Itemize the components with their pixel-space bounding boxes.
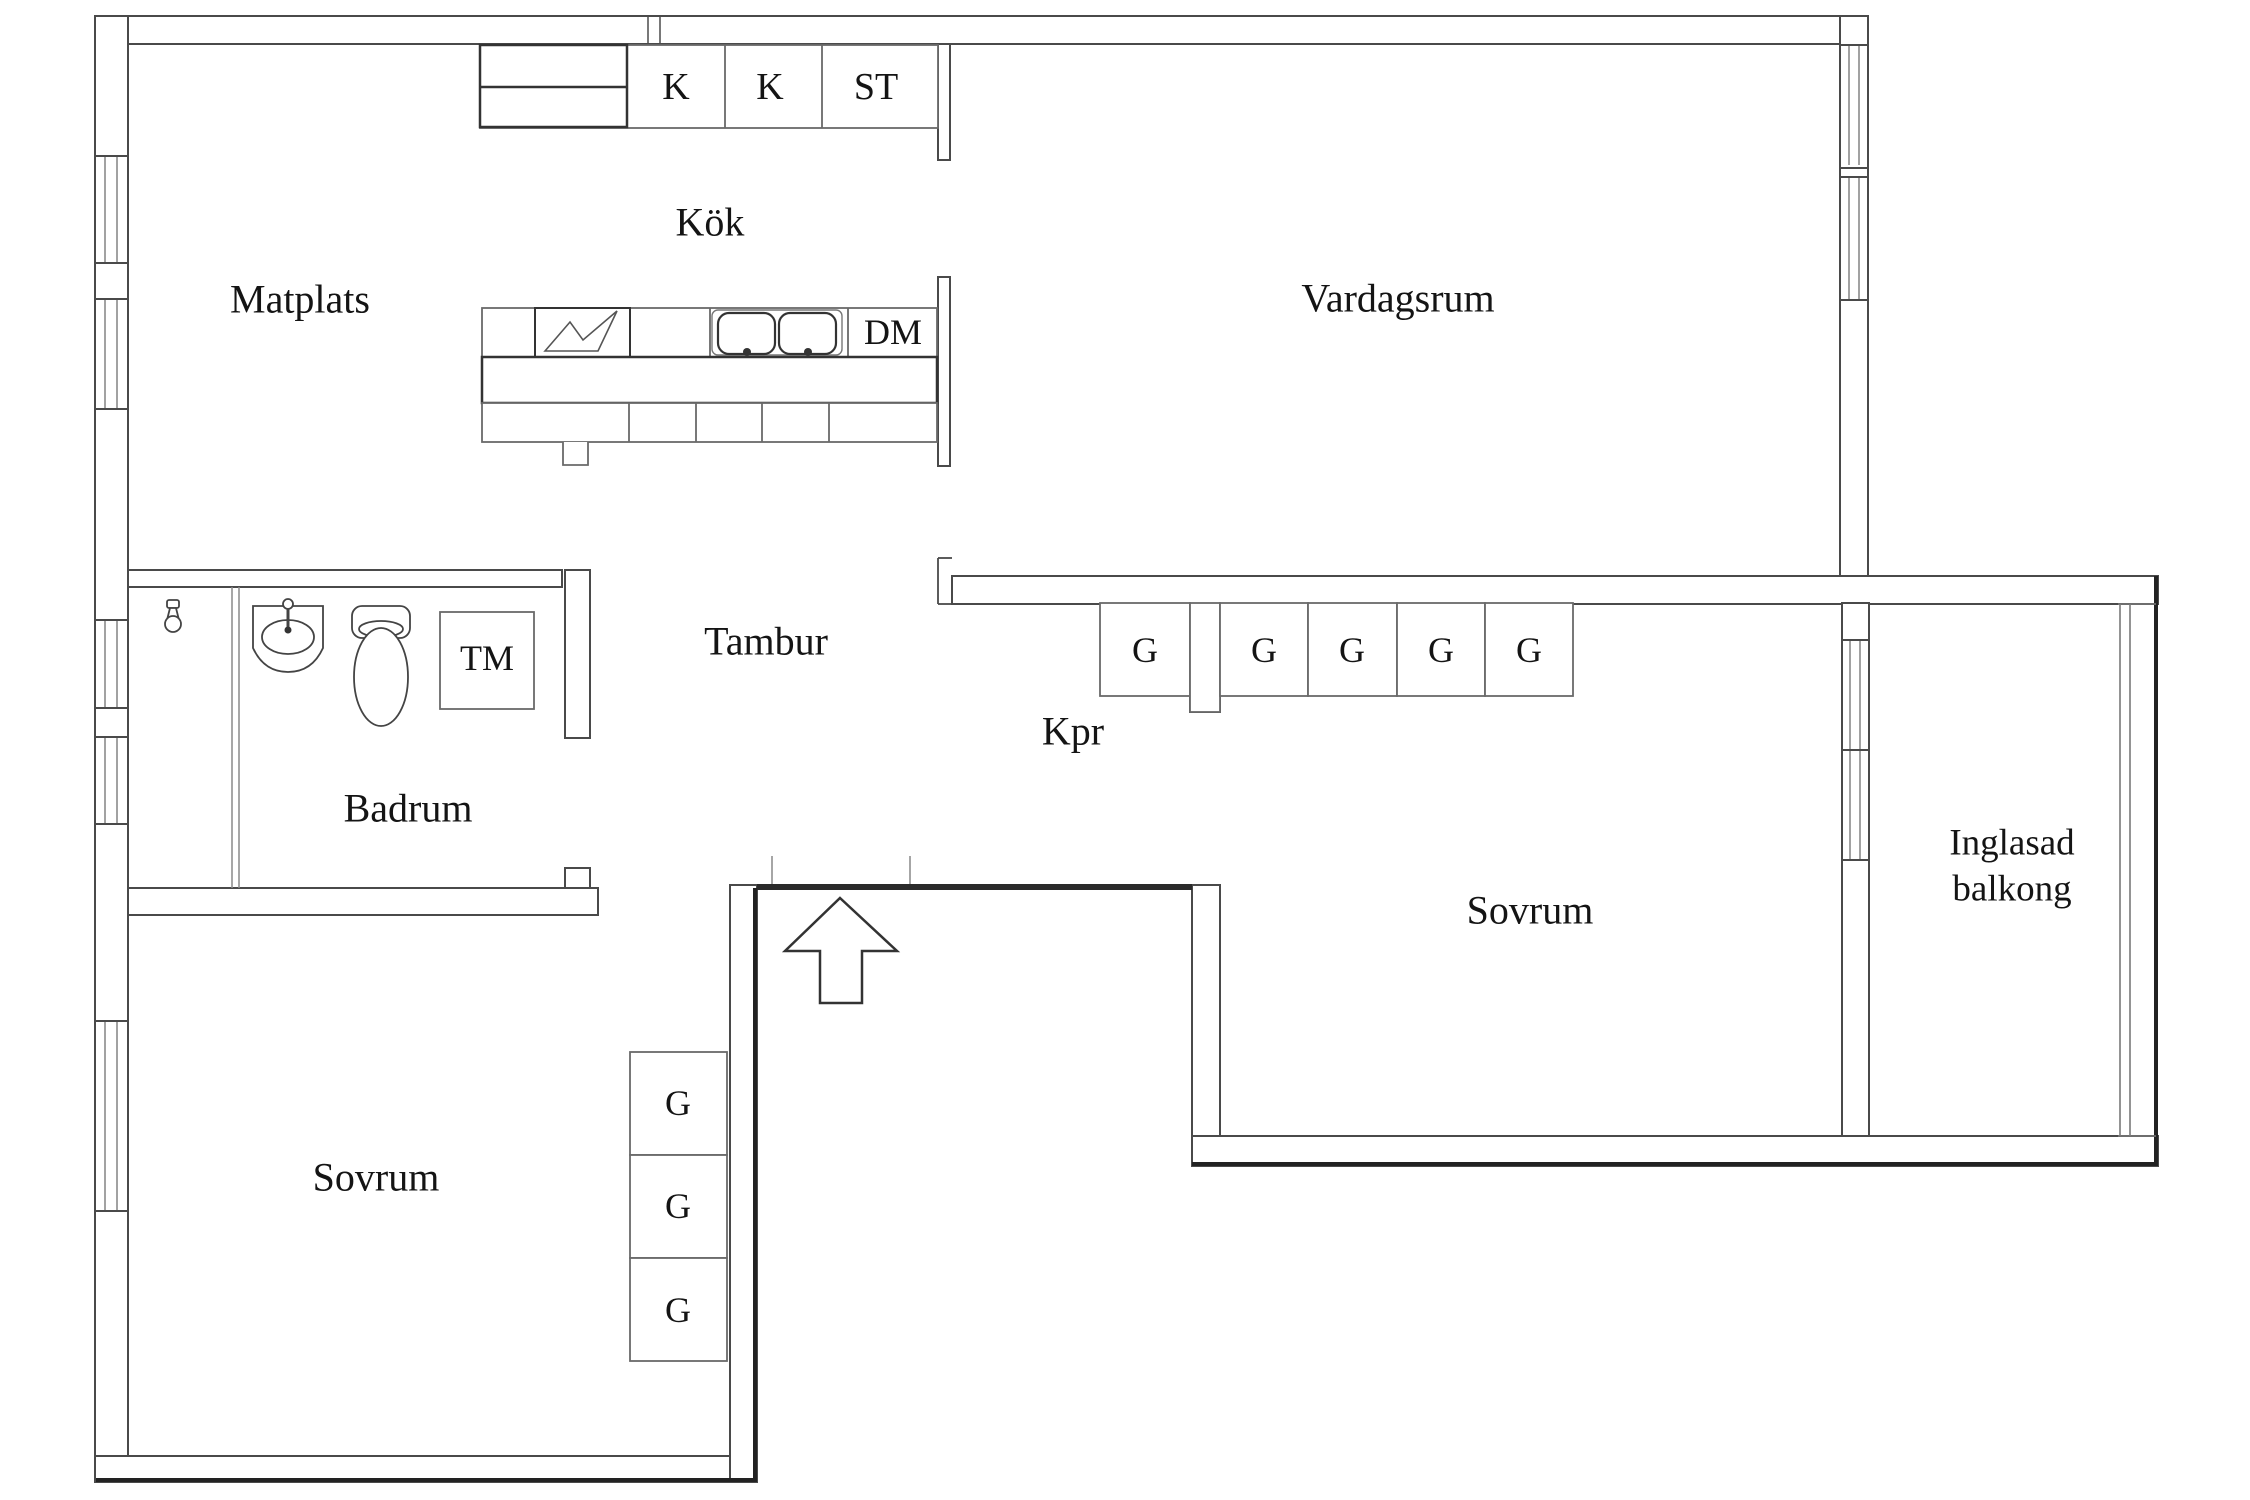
room-label-sovrum-left: Sovrum: [313, 1155, 440, 1200]
kitchen-upper-cabinets: [478, 43, 939, 129]
room-label-balkong-line1: Inglasad: [1949, 823, 2075, 864]
wall-left: [94, 15, 129, 1483]
wardrobe-label-row-1: G: [1132, 630, 1158, 670]
kitchen-counter: [480, 307, 939, 466]
counter-lower-row: [481, 402, 938, 443]
wardrobe-row-box-4: [1396, 602, 1486, 697]
wardrobe-col-box-2: [629, 1154, 728, 1259]
room-label-tambur: Tambur: [704, 619, 828, 664]
window-badrum-2: [95, 736, 128, 825]
wardrobe-label-col-2: G: [665, 1186, 691, 1226]
wardrobe-row-box-5: [1484, 602, 1574, 697]
wall-east-left-block: [729, 884, 758, 1483]
wardrobe-label-row-5: G: [1516, 630, 1542, 670]
room-label-kok: Kök: [676, 200, 745, 245]
washing-machine-box: [439, 611, 535, 710]
wall-tambur-west-upper: [564, 569, 591, 739]
counter-notch: [562, 442, 589, 466]
balcony-divider-window: [1842, 639, 1869, 861]
room-label-matplats: Matplats: [230, 277, 370, 322]
wall-bedroom-west: [1191, 884, 1221, 1139]
bath-sink-icon: [252, 598, 324, 673]
wardrobe-label-col-1: G: [665, 1083, 691, 1123]
wardrobe-row-box-3: [1307, 602, 1398, 697]
room-label-balkong-line2: balkong: [1952, 869, 2071, 910]
appliance-label-dm: DM: [864, 312, 922, 352]
wardrobe-row: [1099, 602, 1574, 713]
wardrobe-label-row-2: G: [1251, 630, 1277, 670]
wall-kitchen-livingroom-upper: [937, 43, 951, 161]
wardrobe-label-row-4: G: [1428, 630, 1454, 670]
cabinet-label-st: ST: [854, 66, 898, 108]
wall-right-livingroom: [1839, 15, 1869, 605]
room-label-badrum: Badrum: [344, 786, 473, 831]
wall-bottom-right: [1191, 1135, 2159, 1167]
wardrobe-row-box-1: [1099, 602, 1191, 697]
window-matplats-2: [95, 298, 128, 410]
wall-badrum-bottom: [127, 887, 599, 916]
bathroom-fixtures: [164, 598, 535, 727]
window-matplats-1: [95, 155, 128, 264]
wall-balcony-divider: [1841, 602, 1870, 1137]
wardrobe-label-col-3: G: [665, 1290, 691, 1330]
right-wall-windows: [1840, 44, 1868, 301]
wardrobe-col-box-1: [629, 1051, 728, 1156]
window-vardagsrum-2: [1840, 176, 1868, 301]
cabinet-label-k2: K: [756, 66, 784, 108]
wall-band-kpr: [951, 575, 2159, 605]
wall-top: [94, 15, 1869, 45]
interior-walls: [127, 43, 951, 916]
wall-entry: [757, 884, 1192, 890]
wall-kitchen-livingroom-lower: [937, 276, 951, 467]
appliance-label-tm: TM: [460, 638, 514, 678]
counter-band: [480, 355, 939, 405]
wall-bottom-left-block: [94, 1455, 758, 1483]
window-badrum-1: [95, 619, 128, 709]
room-label-sovrum-right: Sovrum: [1467, 888, 1594, 933]
kitchen-sink-icon: [711, 309, 843, 356]
window-vardagsrum-1: [1840, 44, 1868, 169]
entrance-arrow-icon: [781, 896, 901, 1005]
cabinet-label-k1: K: [662, 66, 690, 108]
left-wall-windows: [95, 155, 128, 1212]
window-sovrum-left: [95, 1020, 128, 1212]
wardrobe-label-row-3: G: [1339, 630, 1365, 670]
shower-icon: [164, 599, 182, 633]
balcony-glazing: [2118, 603, 2156, 1137]
shower-partition: [231, 587, 240, 888]
wardrobe-col-box-3: [629, 1257, 728, 1362]
toilet-icon: [351, 605, 411, 727]
wall-matplats-badrum: [127, 569, 563, 588]
wardrobe-row-stub: [1189, 602, 1221, 713]
wardrobe-column: [629, 1051, 728, 1362]
entry-wall: [757, 856, 1192, 890]
exterior-dark-edges: [96, 576, 2158, 1482]
room-label-kpr: Kpr: [1042, 709, 1104, 754]
room-label-vardagsrum: Vardagsrum: [1301, 276, 1494, 321]
